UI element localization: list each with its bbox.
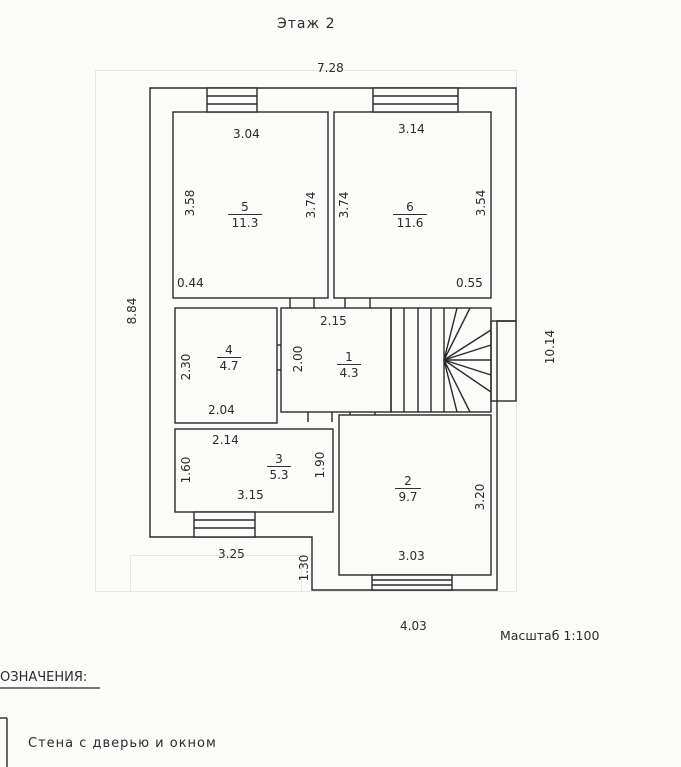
scale-label: Масштаб 1:100 <box>500 628 600 643</box>
dim-corner-left: 0.44 <box>177 276 204 290</box>
floor-title: Этаж 2 <box>277 16 336 32</box>
room-5-left-dim: 3.58 <box>183 189 197 217</box>
dim-bottom-right-width: 4.03 <box>400 619 427 633</box>
room-1-number: 1 <box>337 350 361 365</box>
room-1-top-dim: 2.15 <box>320 314 347 328</box>
room-6-top-dim: 3.14 <box>398 122 425 136</box>
dim-step-offset: 1.30 <box>297 554 311 582</box>
room-3-right-dim: 1.90 <box>313 451 327 479</box>
scan-artifact <box>130 555 302 592</box>
room-2-label: 2 9.7 <box>395 474 421 504</box>
room-3-left-dim: 1.60 <box>179 456 193 484</box>
room-2-number: 2 <box>395 474 421 489</box>
room-4-area: 4.7 <box>219 359 239 373</box>
room-5-label: 5 11.3 <box>228 200 262 230</box>
dim-left-height: 8.84 <box>125 297 139 325</box>
room-4-number: 4 <box>217 343 241 358</box>
dim-bottom-left-width: 3.25 <box>218 547 245 561</box>
room-5-right-dim: 3.74 <box>304 191 318 219</box>
room-6-right-dim: 3.54 <box>474 189 488 217</box>
room-4-bottom-dim: 2.04 <box>208 403 235 417</box>
room-3-number: 3 <box>267 452 291 467</box>
room-5-number: 5 <box>228 200 262 215</box>
room-6-number: 6 <box>393 200 427 215</box>
room-4-left-dim: 2.30 <box>179 353 193 381</box>
room-4-right-dim: 2.00 <box>291 345 305 373</box>
room-4-label: 4 4.7 <box>217 343 241 373</box>
dim-right-height: 10.14 <box>543 329 557 365</box>
room-2-bottom-dim: 3.03 <box>398 549 425 563</box>
dim-top-width: 7.28 <box>317 61 344 75</box>
room-3-bottom-dim: 3.15 <box>237 488 264 502</box>
dim-corner-right: 0.55 <box>456 276 483 290</box>
legend-wall-item: Стена с дверью и окном <box>28 736 217 751</box>
room-3-area: 5.3 <box>269 468 289 482</box>
room-2-right-dim: 3.20 <box>473 483 487 511</box>
room-5-area: 11.3 <box>231 216 259 230</box>
room-6-label: 6 11.6 <box>393 200 427 230</box>
room-6-left-dim: 3.74 <box>337 191 351 219</box>
room-1-label: 1 4.3 <box>337 350 361 380</box>
room-3-top-dim: 2.14 <box>212 433 239 447</box>
room-3-label: 3 5.3 <box>267 452 291 482</box>
legend-title: ОЗНАЧЕНИЯ: <box>0 670 88 685</box>
room-5-top-dim: 3.04 <box>233 127 260 141</box>
room-2-area: 9.7 <box>398 490 418 504</box>
room-1-area: 4.3 <box>339 366 359 380</box>
room-6-area: 11.6 <box>396 216 424 230</box>
